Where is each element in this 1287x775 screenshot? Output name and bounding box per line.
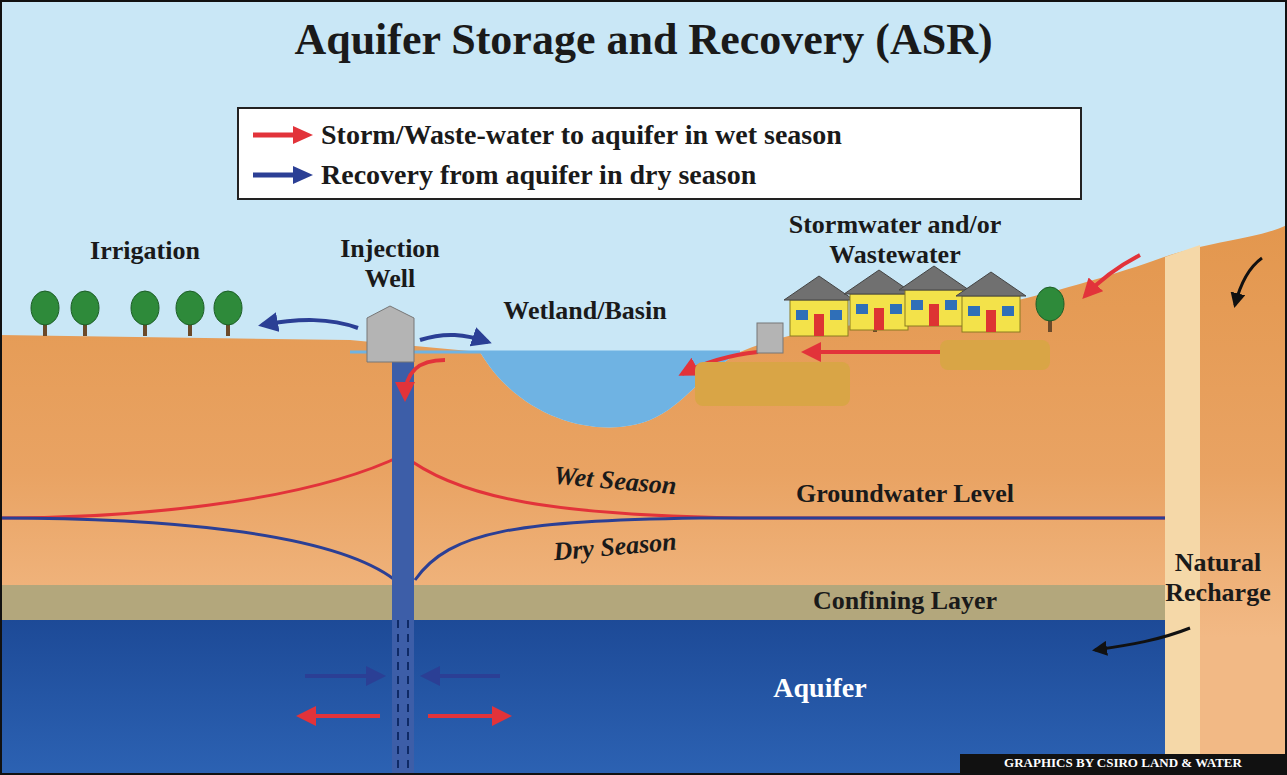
injection-arrow — [428, 714, 508, 718]
recharge-arrow — [1095, 628, 1190, 650]
well-pipe — [392, 350, 414, 775]
well-screen — [397, 620, 399, 775]
ground — [0, 225, 1287, 775]
wet-season-level — [0, 455, 1165, 518]
runoff-arrow — [1085, 255, 1140, 296]
aquifer-label: Aquifer — [700, 672, 940, 704]
legend-arrow — [249, 163, 315, 187]
well-label: Injection Well — [318, 234, 462, 294]
houses — [784, 266, 1026, 336]
credit-text: GRAPHICS BY CSIRO LAND & WATER — [962, 756, 1284, 771]
treatment-area — [940, 340, 1050, 370]
wellhead — [367, 306, 414, 362]
treatment-area — [695, 362, 850, 406]
recharge-column — [1165, 245, 1200, 775]
recovery-arrow — [420, 335, 488, 342]
groundwater-label: Groundwater Level — [740, 479, 1070, 509]
credit-bar — [960, 754, 1287, 775]
recharge-label: Natural Recharge — [1152, 548, 1284, 608]
title: Aquifer Storage and Recovery (ASR) — [0, 14, 1287, 65]
recovery-arrow — [262, 320, 358, 328]
recovery-arrow — [305, 674, 382, 678]
source-label: Stormwater and/or Wastewater — [745, 210, 1045, 270]
well-screen — [407, 620, 409, 775]
injection-arrow — [405, 360, 445, 398]
legend-row: Recovery from aquifer in dry season — [249, 155, 1070, 195]
irrigation-label: Irrigation — [60, 236, 230, 266]
confining-label: Confining Layer — [740, 586, 1070, 616]
legend-box: Storm/Waste-water to aquifer in wet seas… — [237, 107, 1082, 200]
recharge-arrow — [1235, 258, 1262, 305]
aquifer — [0, 620, 1165, 775]
injection-arrow — [300, 714, 380, 718]
legend-text: Recovery from aquifer in dry season — [321, 159, 756, 191]
recovery-arrow — [424, 674, 500, 678]
pump-box — [757, 323, 783, 353]
legend-row: Storm/Waste-water to aquifer in wet seas… — [249, 115, 1070, 155]
trees — [31, 287, 1064, 336]
legend-text: Storm/Waste-water to aquifer in wet seas… — [321, 119, 842, 151]
inflow-arrow — [805, 350, 940, 354]
dry-season-level — [0, 518, 1165, 580]
legend-arrow — [249, 123, 315, 147]
confining-layer — [0, 585, 1165, 620]
wetland-label: Wetland/Basin — [470, 296, 700, 326]
